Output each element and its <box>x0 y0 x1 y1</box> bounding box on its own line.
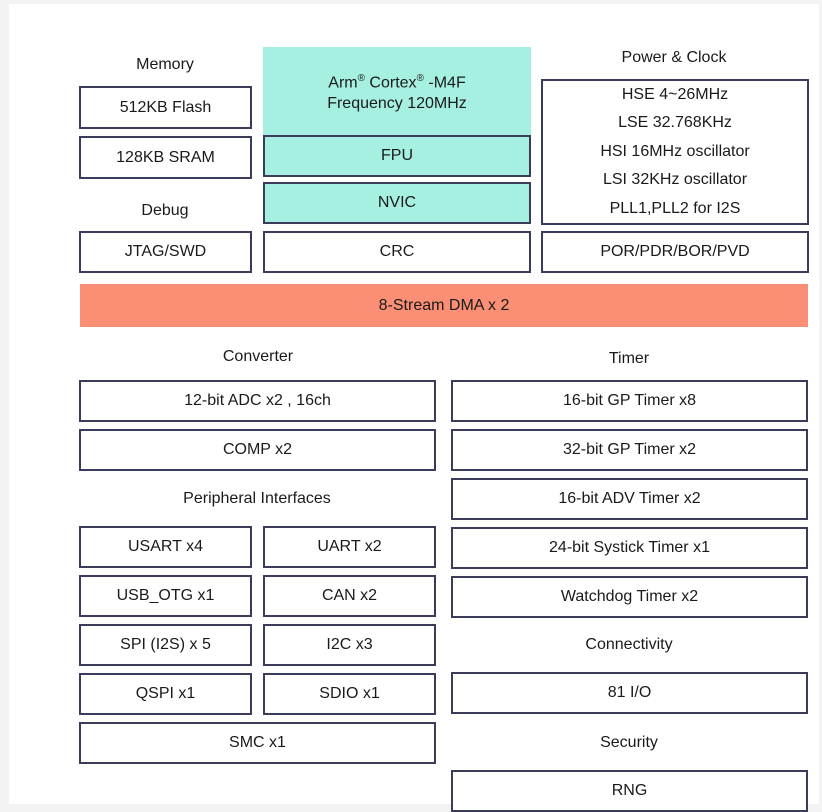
clock-item: LSE 32.768KHz <box>618 114 732 132</box>
sram-block: 128KB SRAM <box>79 136 252 179</box>
i2c-block: I2C x3 <box>263 624 436 666</box>
reset-block: POR/PDR/BOR/PVD <box>541 231 809 273</box>
peripheral-heading: Peripheral Interfaces <box>183 490 331 507</box>
debug-heading: Debug <box>141 202 189 219</box>
jtag-block: JTAG/SWD <box>79 231 252 273</box>
security-heading: Security <box>600 734 658 751</box>
comp-block: COMP x2 <box>79 429 436 471</box>
flash-block: 512KB Flash <box>79 86 252 129</box>
smc-block: SMC x1 <box>79 722 436 764</box>
timer-block: 16-bit GP Timer x8 <box>451 380 808 422</box>
dma-bar: 8-Stream DMA x 2 <box>80 284 808 327</box>
timer-block: 16-bit ADV Timer x2 <box>451 478 808 520</box>
connectivity-heading: Connectivity <box>585 636 673 653</box>
clock-item: HSE 4~26MHz <box>621 85 729 103</box>
clock-item: LSI 32KHz oscillator <box>602 171 748 189</box>
power-clock-heading: Power & Clock <box>621 49 727 66</box>
rng-block: RNG <box>451 770 808 812</box>
timer-block: Watchdog Timer x2 <box>451 576 808 618</box>
cortex-core-block: Arm® Cortex® -M4F Frequency 120MHz <box>263 47 531 135</box>
uart-block: UART x2 <box>263 526 436 568</box>
adc-block: 12-bit ADC x2 , 16ch <box>79 380 436 422</box>
usb-block: USB_OTG x1 <box>79 575 252 617</box>
clock-sources-block: HSE 4~26MHz LSE 32.768KHz HSI 16MHz osci… <box>541 79 809 225</box>
usart-block: USART x4 <box>79 526 252 568</box>
block-diagram: Memory 512KB Flash 128KB SRAM Debug JTAG… <box>9 4 819 812</box>
crc-block: CRC <box>263 231 531 273</box>
spi-block: SPI (I2S) x 5 <box>79 624 252 666</box>
clock-item: HSI 16MHz oscillator <box>600 142 750 160</box>
qspi-block: QSPI x1 <box>79 673 252 715</box>
sdio-block: SDIO x1 <box>263 673 436 715</box>
memory-heading: Memory <box>136 56 194 73</box>
converter-heading: Converter <box>222 348 294 365</box>
clock-item: PLL1,PLL2 for I2S <box>609 199 741 217</box>
timer-block: 32-bit GP Timer x2 <box>451 429 808 471</box>
can-block: CAN x2 <box>263 575 436 617</box>
timer-heading: Timer <box>608 350 650 367</box>
core-frequency: Frequency 120MHz <box>327 95 467 113</box>
core-name: Arm® Cortex® -M4F <box>328 72 466 92</box>
nvic-block: NVIC <box>263 182 531 224</box>
timer-block: 24-bit Systick Timer x1 <box>451 527 808 569</box>
fpu-block: FPU <box>263 135 531 177</box>
io-block: 81 I/O <box>451 672 808 714</box>
